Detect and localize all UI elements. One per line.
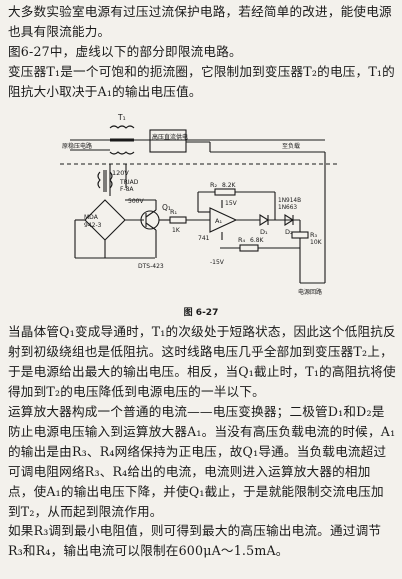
label-load: 至负载 <box>282 142 300 150</box>
paragraph-q1-operation: 当晶体管Q₁变成导通时，T₁的次级处于短路状态，因此这个低阻抗反射到初级绕组也是… <box>8 324 396 399</box>
label-r1-value: 1K <box>172 227 181 234</box>
label-d1: D₁ <box>260 228 268 236</box>
label-v120: 120V <box>112 169 129 177</box>
paragraph-figure-ref: 图6-27中，虚线以下的部分即限流电路。 <box>8 44 242 59</box>
paragraph-transformer: 变压器T₁是一个可饱和的扼流圈，它限制加到变压器T₂的电压，T₁的阻抗大小取决于… <box>8 64 395 99</box>
label-q1-part: DTS-423 <box>138 263 164 270</box>
label-r3: R₃ <box>310 231 318 239</box>
label-mda-model: 942-3 <box>84 222 102 229</box>
label-t1: T₁ <box>117 113 126 122</box>
label-diode-model-1: 1N914B <box>278 198 301 204</box>
label-source: 原稳压电路 <box>62 142 92 150</box>
label-a1: A₁ <box>215 217 222 225</box>
paragraph-adjustment: 如果R₃调到最小电阻值，则可得到最大的高压输出电流。通过调节R₃和R₄，输出电流… <box>8 523 382 558</box>
label-r1: R₁ <box>170 208 178 216</box>
label-v15-negative: -15V <box>210 259 225 266</box>
label-opamp-model: 741 <box>198 235 210 242</box>
label-r2: R₂ <box>210 181 218 189</box>
label-triad: TRIAD <box>119 179 139 186</box>
label-d2: D₂ <box>285 228 293 236</box>
label-diode-model-2: 1N663 <box>278 205 297 211</box>
label-triad-model: F-8A <box>120 186 134 193</box>
label-hv-supply: 高压直流供电 <box>152 133 188 141</box>
label-r3-value: 10K <box>310 239 323 246</box>
paragraph-opamp: 运算放大器构成一个普通的电流——电压变换器；二极管D₁和D₂是防止电源电压输入到… <box>8 404 396 519</box>
label-r4: R₄ <box>238 236 246 244</box>
circuit-diagram: T₁ 原稳压电路 高压直流供电 至负载 120V TRIAD F-8A 500V… <box>60 113 340 296</box>
figure-caption: 图 6-27 <box>183 308 219 318</box>
label-mda: MDA <box>84 214 99 221</box>
label-ground: 电源回路 <box>298 288 322 296</box>
label-v500: 500V <box>128 198 144 205</box>
label-v15-positive: 15V <box>225 200 238 207</box>
paragraph-intro: 大多数实验室电源有过压过流保护电路，若经简单的改进，能使电源也具有限流能力。 <box>8 4 392 39</box>
label-q1: Q₁ <box>162 203 171 212</box>
label-r2-value: 8.2K <box>222 182 237 189</box>
label-r4-value: 6.8K <box>250 237 265 244</box>
